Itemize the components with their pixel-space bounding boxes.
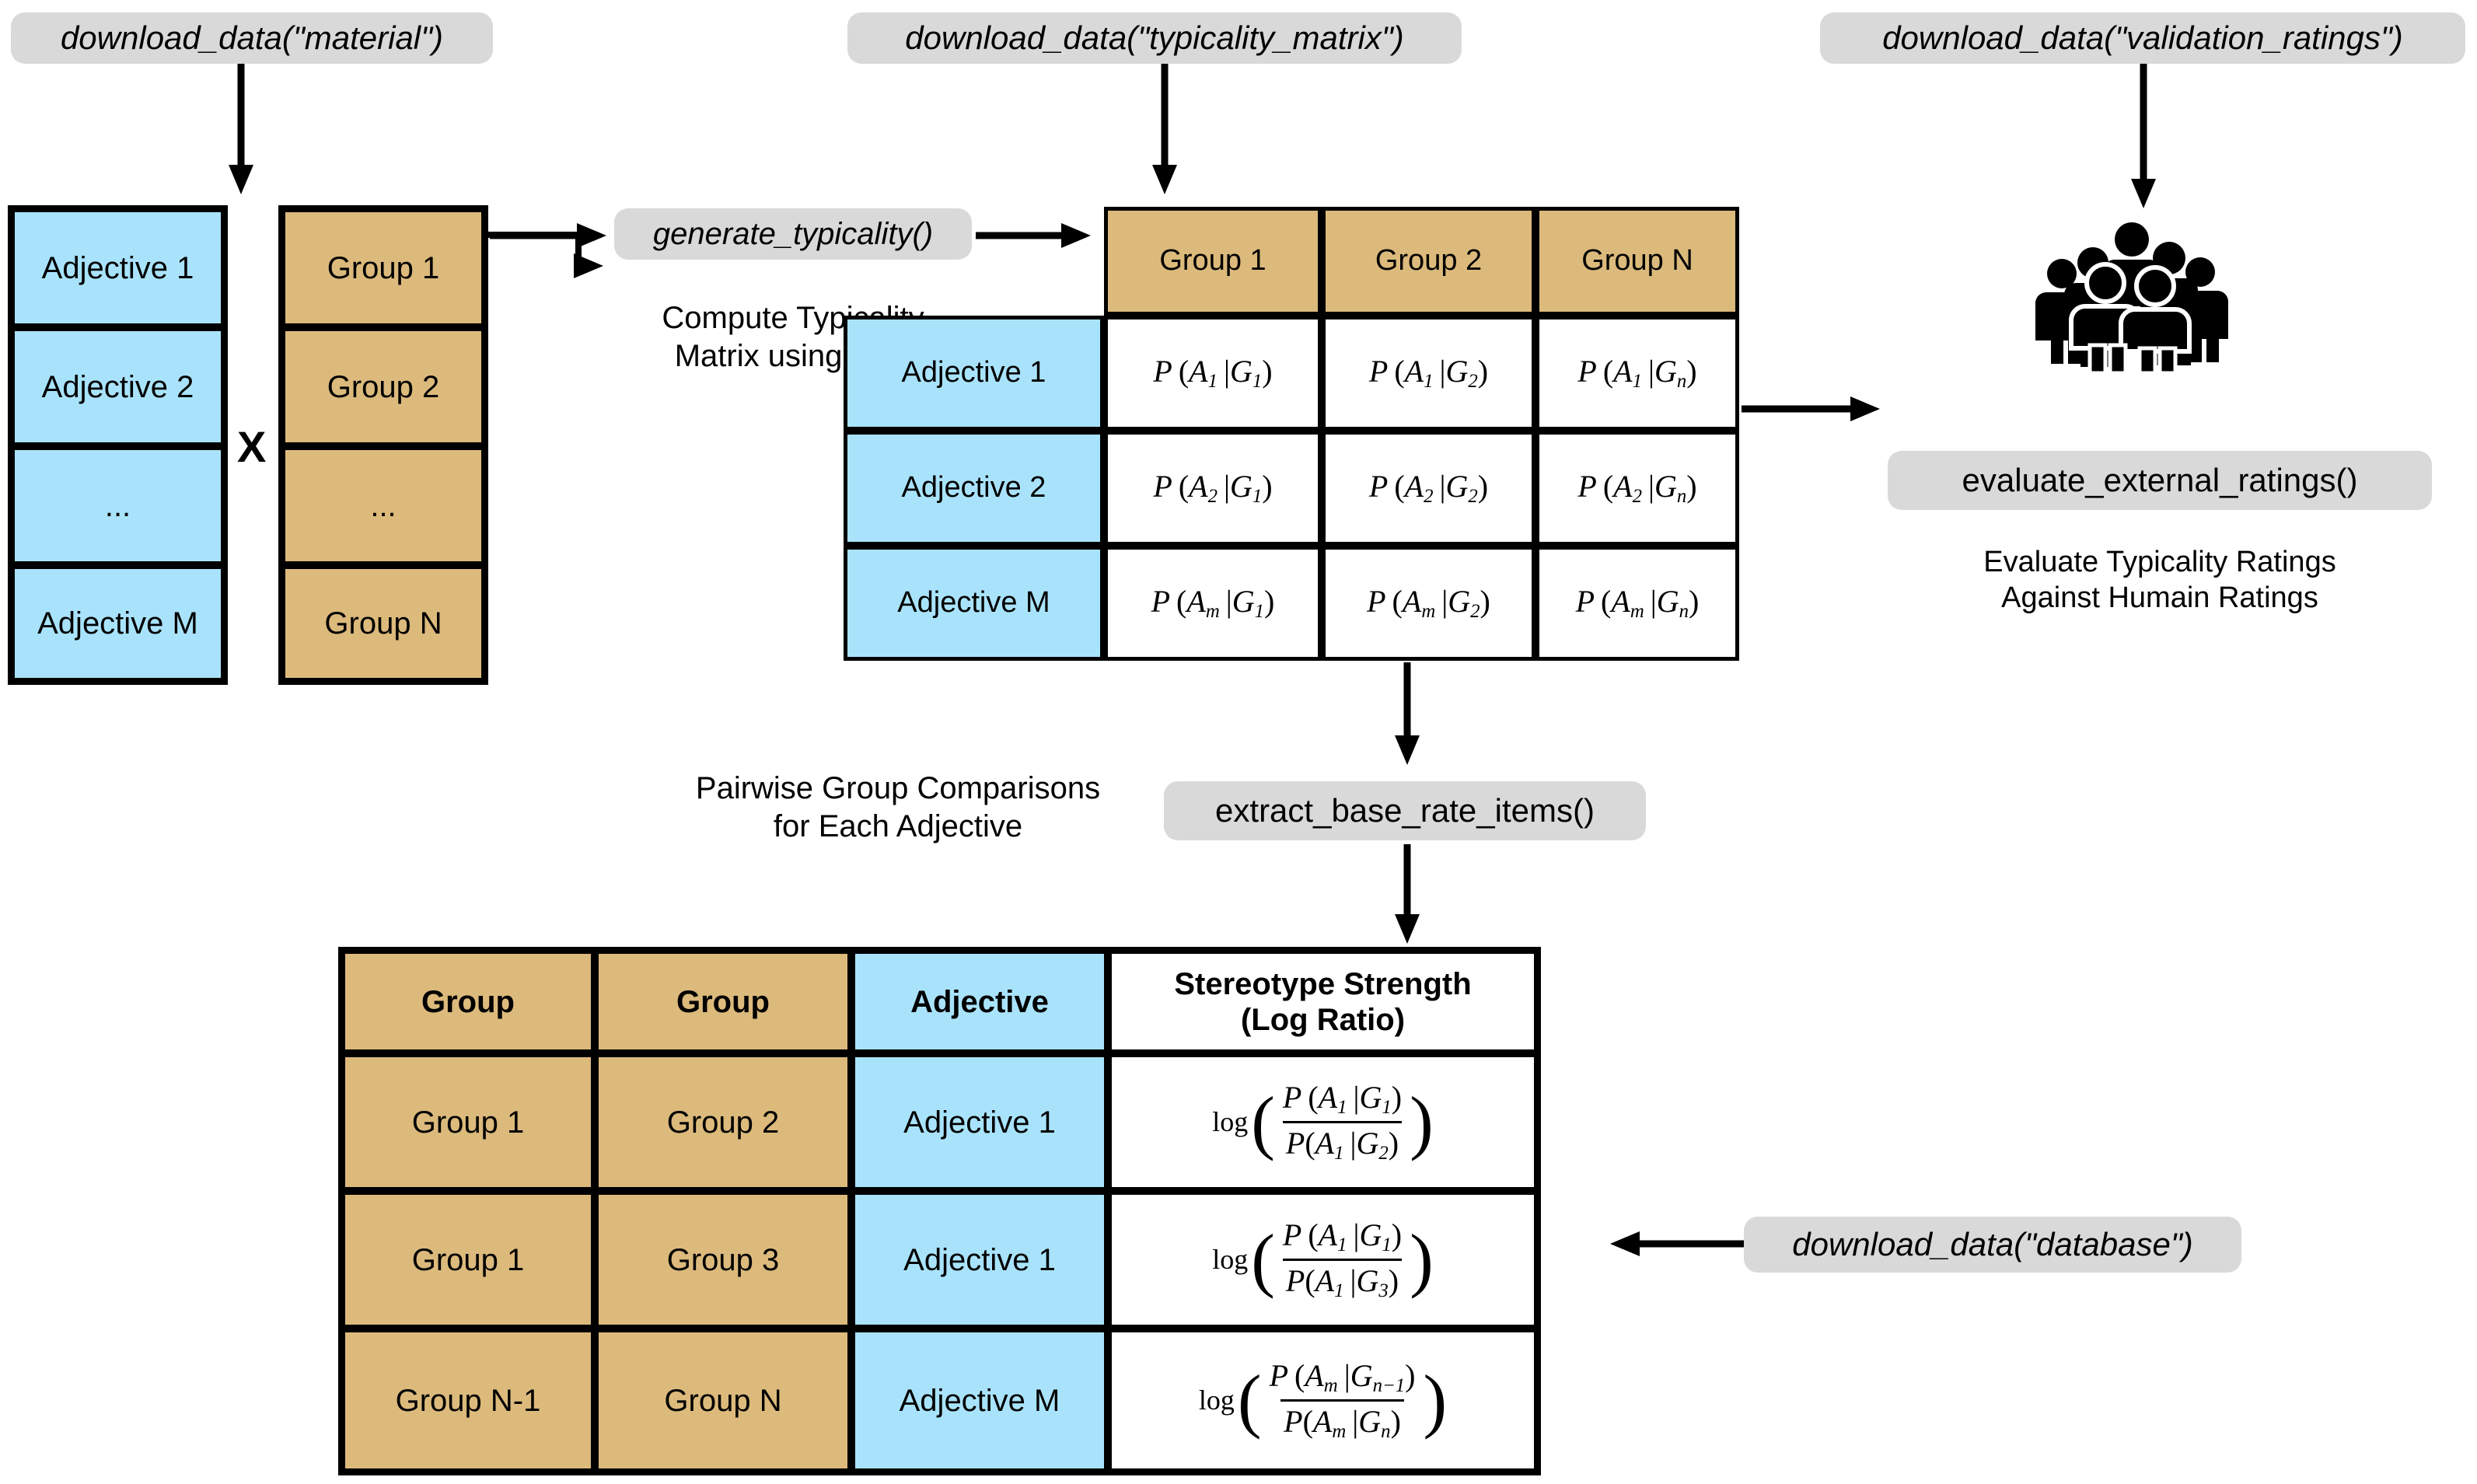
log-ratio-formula-2: log ( P (Am |Gn−1) P(Am |Gn) )	[1198, 1357, 1448, 1442]
matrix-col-header-0: Group 1	[1104, 207, 1322, 316]
base-rate-row-0-group-b: Group 2	[595, 1053, 851, 1191]
matrix-cell-0-1: P (A1 |G2)	[1322, 316, 1535, 431]
matrix-cell-2-0: P (Am |G1)	[1104, 546, 1322, 661]
base-rate-row-1-adjective: Adjective 1	[851, 1191, 1108, 1329]
base-rate-row-2-adjective: Adjective M	[851, 1329, 1108, 1472]
base-rate-row-1-group-b: Group 3	[595, 1191, 851, 1329]
pill-evaluate-external-ratings[interactable]: evaluate_external_ratings()	[1888, 451, 2432, 510]
base-rate-row-0-formula: log ( P (A1 |G1) P(A1 |G2) )	[1108, 1053, 1538, 1191]
caption-pairwise-group-comparisons: Pairwise Group Comparisons for Each Adje…	[695, 771, 1101, 843]
base-rate-header-2: Adjective	[851, 950, 1108, 1053]
matrix-prob-2-1: P (Am |G2)	[1367, 583, 1490, 622]
arrow-validation-ratings-down	[2131, 64, 2156, 208]
base-rate-header-3: Stereotype Strength (Log Ratio)	[1108, 950, 1538, 1053]
crowd-of-people-icon	[2035, 222, 2228, 373]
base-rate-row-2-group-a: Group N-1	[341, 1329, 595, 1472]
adjective-list-item-2[interactable]: ...	[11, 446, 225, 565]
multiply-symbol: X	[237, 422, 267, 471]
matrix-cell-0-2: P (A1 |Gn)	[1535, 316, 1739, 431]
matrix-cell-1-1: P (A2 |G2)	[1322, 431, 1535, 546]
matrix-col-header-1: Group 2	[1322, 207, 1535, 316]
pill-extract-base-rate-items[interactable]: extract_base_rate_items()	[1164, 781, 1646, 840]
base-rate-row-2-group-b: Group N	[595, 1329, 851, 1472]
matrix-cell-0-0: P (A1 |G1)	[1104, 316, 1322, 431]
pill-download-typicality-matrix[interactable]: download_data("typicality_matrix")	[847, 12, 1462, 64]
matrix-prob-0-1: P (A1 |G2)	[1368, 353, 1489, 392]
matrix-prob-0-2: P (A1 |Gn)	[1577, 353, 1697, 392]
base-rate-row-2-formula: log ( P (Am |Gn−1) P(Am |Gn) )	[1108, 1329, 1538, 1472]
adjective-list-item-1[interactable]: Adjective 2	[11, 327, 225, 446]
pill-generate-typicality[interactable]: generate_typicality()	[614, 208, 972, 260]
base-rate-row-0-group-a: Group 1	[341, 1053, 595, 1191]
pill-download-database[interactable]: download_data("database")	[1744, 1217, 2241, 1273]
arrow-matrix-to-evaluate	[1742, 396, 1880, 421]
base-rate-header-1: Group	[595, 950, 851, 1053]
arrow-matrix-down-to-extract	[1395, 662, 1420, 765]
matrix-cell-1-2: P (A2 |Gn)	[1535, 431, 1739, 546]
group-list-item-0[interactable]: Group 1	[281, 208, 485, 327]
pill-download-material[interactable]: download_data("material")	[11, 12, 493, 64]
log-ratio-formula-0: log ( P (A1 |G1) P(A1 |G2) )	[1212, 1079, 1434, 1164]
group-list-item-1[interactable]: Group 2	[281, 327, 485, 446]
matrix-row-header-0: Adjective 1	[844, 316, 1104, 431]
base-rate-row-0-adjective: Adjective 1	[851, 1053, 1108, 1191]
pill-download-validation-ratings[interactable]: download_data("validation_ratings")	[1820, 12, 2465, 64]
matrix-prob-2-2: P (Am |Gn)	[1575, 583, 1700, 622]
arrow-material-down	[229, 64, 253, 194]
adjective-list-item-0[interactable]: Adjective 1	[11, 208, 225, 327]
group-list-item-2[interactable]: ...	[281, 446, 485, 565]
log-ratio-formula-1: log ( P (A1 |G1) P(A1 |G3) )	[1212, 1217, 1434, 1301]
matrix-row-header-1: Adjective 2	[844, 431, 1104, 546]
adjective-list-item-3[interactable]: Adjective M	[11, 565, 225, 682]
base-rate-row-1-group-a: Group 1	[341, 1191, 595, 1329]
group-list-frame	[278, 205, 488, 685]
matrix-col-header-2: Group N	[1535, 207, 1739, 316]
arrow-database-to-table	[1610, 1231, 1749, 1256]
arrow-into-generate-typicality	[490, 223, 606, 248]
arrow-extract-down-to-table	[1395, 844, 1420, 944]
matrix-row-header-2: Adjective M	[844, 546, 1104, 661]
base-rate-header-0: Group	[341, 950, 595, 1053]
matrix-prob-2-0: P (Am |G1)	[1151, 583, 1275, 622]
arrow-typicality-matrix-down	[1152, 64, 1177, 194]
matrix-cell-2-1: P (Am |G2)	[1322, 546, 1535, 661]
matrix-prob-0-0: P (A1 |G1)	[1153, 353, 1273, 392]
matrix-prob-1-1: P (A2 |G2)	[1368, 468, 1489, 507]
matrix-cell-1-0: P (A2 |G1)	[1104, 431, 1322, 546]
base-rate-row-1-formula: log ( P (A1 |G1) P(A1 |G3) )	[1108, 1191, 1538, 1329]
arrow-generate-typicality-to-matrix	[976, 223, 1091, 248]
group-list-item-3[interactable]: Group N	[281, 565, 485, 682]
adjective-list-frame	[8, 205, 228, 685]
matrix-prob-1-2: P (A2 |Gn)	[1577, 468, 1697, 507]
matrix-prob-1-0: P (A2 |G1)	[1153, 468, 1273, 507]
matrix-cell-2-2: P (Am |Gn)	[1535, 546, 1739, 661]
caption-evaluate-ratings: Evaluate Typicality Ratings Against Huma…	[1983, 546, 2336, 615]
base-rate-table-frame	[338, 947, 1541, 1475]
